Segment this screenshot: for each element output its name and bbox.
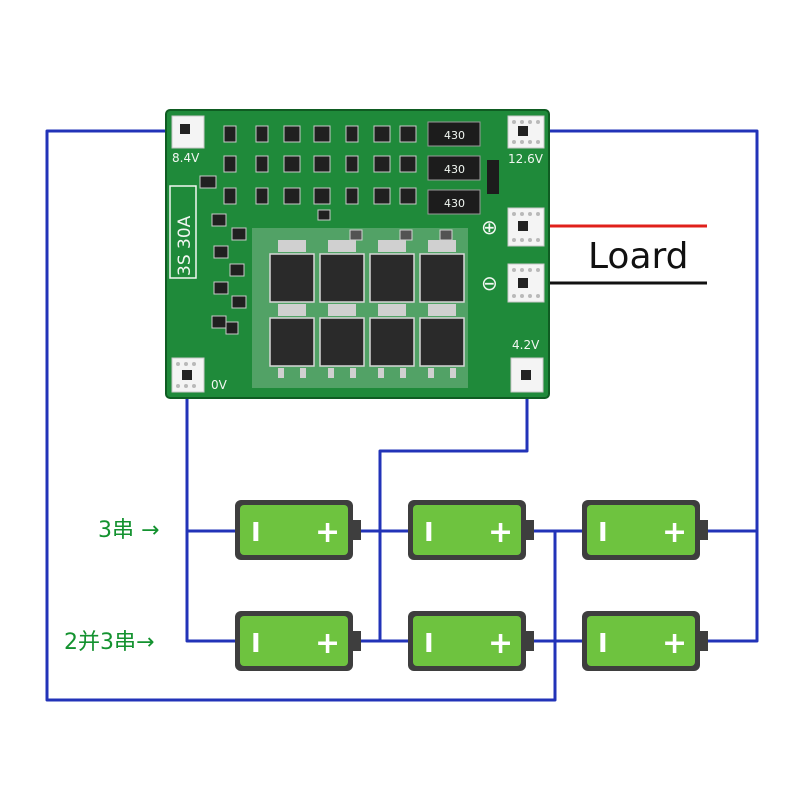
row-label-3s: 3串 → — [98, 518, 159, 543]
wire-8v4 — [45, 129, 557, 702]
smd-components — [199, 125, 453, 335]
pad-0v — [171, 357, 205, 393]
pad-load-positive — [507, 207, 545, 247]
wire-12v6 — [530, 129, 759, 643]
battery-cell: I+ — [582, 500, 708, 560]
bms-board: 8.4V 12.6V ⊕ — [165, 109, 550, 399]
wire-4v2 — [378, 378, 529, 641]
pad-4v2 — [510, 357, 544, 393]
row-label-2p3s: 2并3串→ — [64, 630, 154, 655]
mosfet-array — [252, 228, 468, 388]
battery-minus-mark: I — [251, 629, 261, 659]
pad-load-negative — [507, 263, 545, 303]
wire-0v — [185, 378, 235, 643]
pad-8v4-label: 8.4V — [172, 151, 200, 165]
pad-8v4 — [171, 115, 205, 149]
battery-cell: I+ — [408, 500, 534, 560]
battery-minus-mark: I — [251, 518, 261, 548]
battery-plus-mark: + — [315, 626, 340, 661]
battery-array: I+I+I+I+I+I+ — [235, 500, 708, 671]
battery-minus-mark: I — [598, 518, 608, 548]
battery-cell: I+ — [408, 611, 534, 671]
battery-plus-mark: + — [488, 515, 513, 550]
battery-plus-mark: + — [662, 515, 687, 550]
load-label: Loard — [588, 236, 689, 277]
plus-symbol: ⊕ — [481, 215, 498, 239]
battery-minus-mark: I — [424, 518, 434, 548]
shunt-resistors: 430 430 430 — [427, 121, 499, 215]
pad-4v2-label: 4.2V — [512, 338, 540, 352]
battery-cell: I+ — [235, 611, 361, 671]
model-label: 3S 30A — [175, 215, 195, 276]
resistor-code-3: 430 — [444, 197, 465, 210]
battery-plus-mark: + — [662, 626, 687, 661]
pad-0v-label: 0V — [211, 378, 228, 392]
battery-plus-mark: + — [315, 515, 340, 550]
pad-12v6-label: 12.6V — [508, 152, 544, 166]
battery-minus-mark: I — [598, 629, 608, 659]
model-label-box: 3S 30A — [169, 185, 197, 279]
battery-cell: I+ — [582, 611, 708, 671]
wiring — [45, 129, 759, 702]
pad-12v6 — [507, 115, 545, 149]
battery-cell: I+ — [235, 500, 361, 560]
resistor-code-1: 430 — [444, 129, 465, 142]
battery-plus-mark: + — [488, 626, 513, 661]
battery-minus-mark: I — [424, 629, 434, 659]
minus-symbol: ⊖ — [481, 271, 498, 295]
resistor-code-2: 430 — [444, 163, 465, 176]
